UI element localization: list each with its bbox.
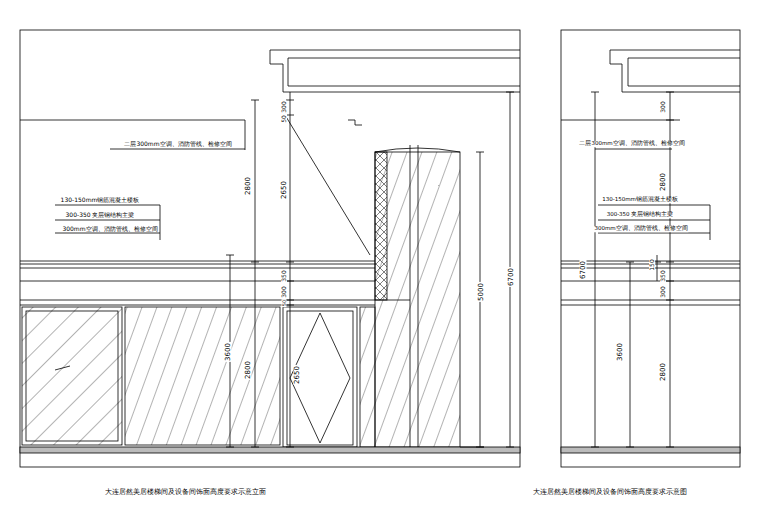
dimension-text: 350 (660, 269, 666, 282)
drawing-caption: 大连居然美居楼梯间及设备间饰面高度要求示意图 (532, 489, 688, 496)
dimension-text: 350 (281, 269, 287, 282)
callout-note: 300-350 夹层钢结构主梁 (65, 212, 136, 218)
callout-note: 300mm空调、消防管线、检修空间 (61, 226, 158, 232)
callout-note: 300-350 夹层钢结构主梁 (606, 212, 675, 218)
dimension-text: 5000 (478, 282, 485, 302)
dimension-text: 2800 (660, 362, 667, 382)
callout-note: 130-150mm钢筋混凝土楼板 (60, 197, 141, 203)
drawing-caption: 大连居然美居楼梯间及设备间饰面高度要求示意立面 (104, 489, 267, 496)
dimension-text: 150 (649, 258, 655, 271)
dimension-text: 300 (660, 100, 666, 113)
dimension-text: 2650 (294, 365, 301, 385)
dimension-text: 3600 (617, 342, 624, 362)
dimension-text: 2650 (281, 180, 288, 200)
callout-note: 130-150mm钢筋混凝土楼板 (601, 197, 679, 203)
callout-note: 二层300mm空调、消防管线、检修空间 (123, 141, 232, 147)
dimension-text: 50 (281, 114, 287, 124)
dimension-text: 300 (281, 285, 287, 298)
callout-note: 300mm空调、消防管线、检修空间 (593, 226, 688, 232)
dimension-text: 300 (281, 100, 287, 113)
dimension-text: 3600 (225, 342, 232, 362)
callout-note: 二层300mm空调、消防管线、检修空间 (578, 141, 685, 147)
dimension-text: 6700 (508, 267, 515, 287)
dimension-text: 2800 (660, 172, 667, 192)
dimension-text: 300 (660, 285, 666, 298)
dimension-text: 50 (282, 299, 287, 307)
dimension-text: 2800 (245, 360, 252, 380)
dimension-text: 2800 (245, 176, 252, 196)
dimension-text: 6700 (580, 260, 587, 280)
